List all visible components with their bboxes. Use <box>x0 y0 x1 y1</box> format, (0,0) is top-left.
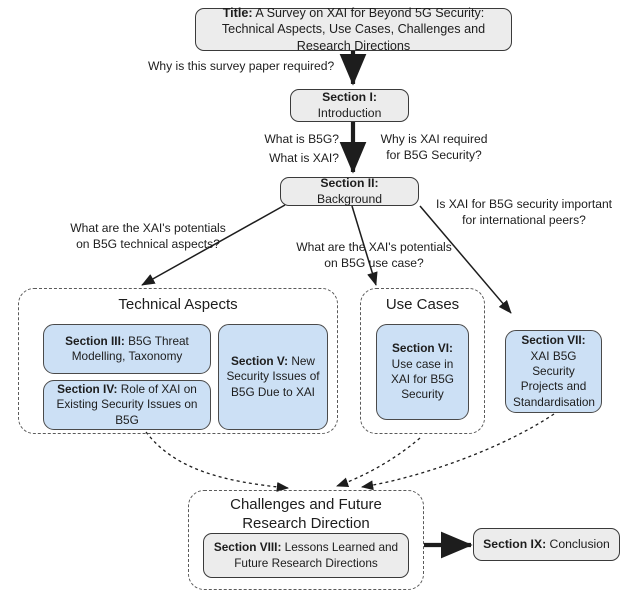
node-section5[interactable]: Section V: New Security Issues of B5G Du… <box>218 324 328 430</box>
edge-label-what-is-xai: What is XAI? <box>269 151 339 165</box>
edge-label-what-is-b5g: What is B5G? <box>264 132 339 146</box>
node-section9-text: Section IX: Conclusion <box>481 537 612 553</box>
edge-label-survey-required: Why is this survey paper required? <box>148 59 335 73</box>
node-section2-label: Section II: <box>320 175 379 190</box>
node-section7-label: Section VII: <box>521 333 586 348</box>
node-section9-body: Conclusion <box>546 536 610 551</box>
edge-label-xai-potentials-technical: What are the XAI's potentials on B5G tec… <box>70 221 226 252</box>
edge-use-cases-to-challenges <box>336 437 421 487</box>
node-section4-text: Section IV: Role of XAI on Existing Secu… <box>51 382 203 428</box>
node-section4-label: Section IV: <box>57 382 118 397</box>
node-section1-body: Introduction <box>317 105 382 120</box>
edge-label-why-xai-required: Why is XAI required for B5G Security? <box>380 132 488 163</box>
node-section7[interactable]: Section VII: XAI B5G Security Projects a… <box>505 330 602 413</box>
node-section4[interactable]: Section IV: Role of XAI on Existing Secu… <box>43 380 211 430</box>
node-section2-body: Background <box>316 191 383 206</box>
group-challenges-title: Challenges and Future Research Direction <box>230 496 382 532</box>
node-section3-text: Section III: B5G Threat Modelling, Taxon… <box>51 334 203 365</box>
node-section5-label: Section V: <box>231 354 289 368</box>
node-section9[interactable]: Section IX: Conclusion <box>473 528 620 561</box>
edge-technical-aspects-to-challenges <box>145 431 290 492</box>
node-title-label: Title: <box>222 5 253 20</box>
edge-label-xai-potentials-usecase: What are the XAI's potentials on B5G use… <box>296 240 452 271</box>
node-section6[interactable]: Section VI: Use case in XAI for B5G Secu… <box>376 324 469 420</box>
node-section7-text: Section VII: XAI B5G Security Projects a… <box>513 333 595 410</box>
node-section5-body: New Security Issues of B5G Due to XAI <box>226 354 320 399</box>
group-challenges <box>188 490 424 590</box>
node-section3[interactable]: Section III: B5G Threat Modelling, Taxon… <box>43 324 211 374</box>
group-technical-aspects-title: Technical Aspects <box>118 296 238 313</box>
node-section3-body: B5G Threat Modelling, Taxonomy <box>71 333 189 363</box>
node-section1-text: Section I: Introduction <box>298 90 401 122</box>
node-section8-text: Section VIII: Lessons Learned and Future… <box>211 540 401 571</box>
node-section6-text: Section VI: Use case in XAI for B5G Secu… <box>384 341 461 402</box>
node-section4-body: Role of XAI on Existing Security Issues … <box>56 382 198 427</box>
node-section8[interactable]: Section VIII: Lessons Learned and Future… <box>203 533 409 578</box>
node-section8-body: Lessons Learned and Future Research Dire… <box>234 540 399 570</box>
node-section6-label: Section VI: <box>392 341 453 356</box>
node-title-body: A Survey on XAI for Beyond 5G Security: … <box>221 5 486 53</box>
node-title-text: Title: A Survey on XAI for Beyond 5G Sec… <box>203 5 504 54</box>
node-section2[interactable]: Section II: Background <box>280 176 419 208</box>
node-section2-text: Section II: Background <box>288 176 411 208</box>
node-section7-body: XAI B5G Security Projects and Standardis… <box>513 348 595 409</box>
node-section1-label: Section I: <box>322 89 377 104</box>
node-section5-text: Section V: New Security Issues of B5G Du… <box>226 354 320 400</box>
node-section6-body: Use case in XAI for B5G Security <box>391 356 454 402</box>
node-title[interactable]: Title: A Survey on XAI for Beyond 5G Sec… <box>195 5 512 54</box>
node-section3-label: Section III: <box>65 333 125 348</box>
node-section8-label: Section VIII: <box>213 540 282 555</box>
node-section9-label: Section IX: <box>483 536 547 551</box>
edge-label-international-peers: Is XAI for B5G security important for in… <box>435 197 613 228</box>
group-use-cases-title: Use Cases <box>385 296 460 313</box>
node-section1[interactable]: Section I: Introduction <box>290 89 409 122</box>
